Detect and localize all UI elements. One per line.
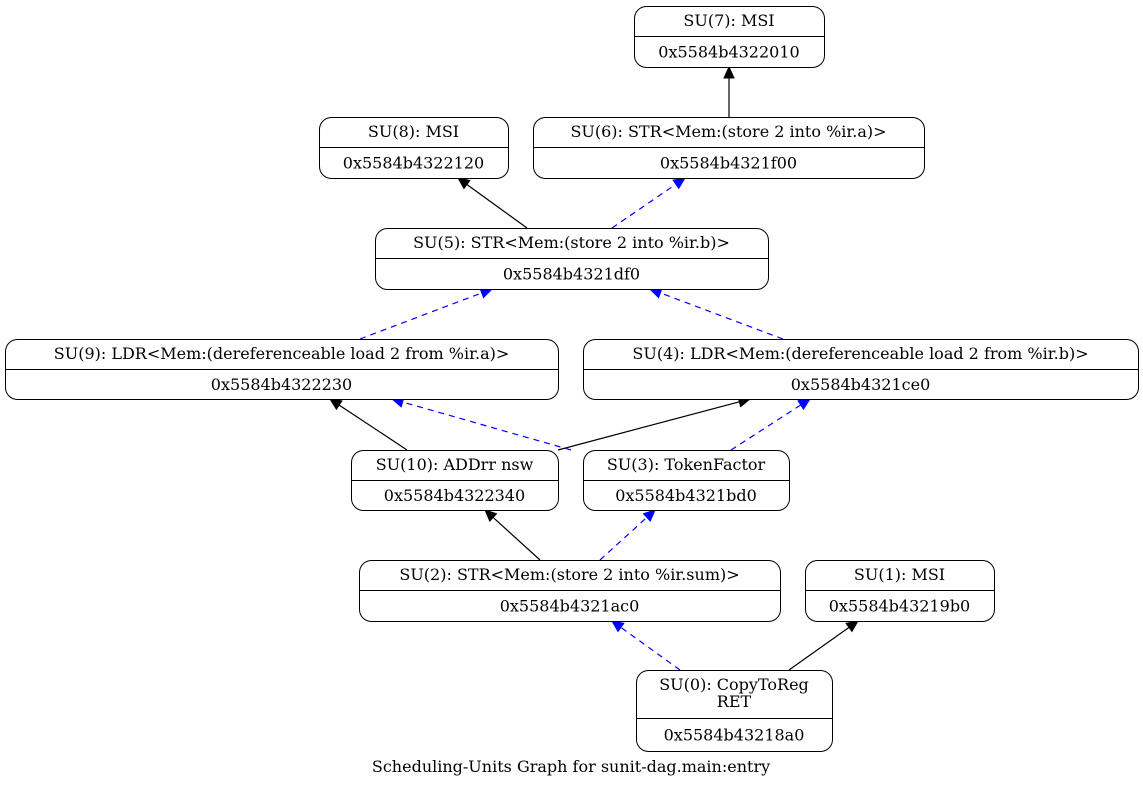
edge-su3-su4 [730,398,812,451]
chain-edge-line [620,626,681,671]
node-label: RET [717,692,752,711]
data-edge-line [788,626,850,671]
node-su4[interactable]: SU(4): LDR<Mem:(dereferenceable load 2 f… [583,339,1139,400]
arrowhead-icon [611,620,625,633]
node-address: 0x5584b4321bd0 [615,486,757,505]
node-address: 0x5584b4322010 [658,43,799,62]
chain-edge-line [599,516,648,561]
data-edge-line [466,183,528,229]
edge-su6-su7 [723,65,735,117]
node-su5[interactable]: SU(5): STR<Mem:(store 2 into %ir.b)> 0x55… [375,228,769,290]
node-su1[interactable]: SU(1): MSI 0x5584b43219b0 [805,560,995,622]
node-su3[interactable]: SU(3): TokenFactor 0x5584b4321bd0 [583,450,790,511]
chain-edge-line [402,401,572,451]
edge-su4-su5 [648,287,784,340]
node-label: SU(5): STR<Mem:(store 2 into %ir.b)> [413,233,730,252]
node-address: 0x5584b43219b0 [829,597,970,616]
node-address: 0x5584b4321df0 [503,265,640,284]
node-su7[interactable]: SU(7): MSI 0x5584b4322010 [634,6,825,68]
edge-su2-su10 [484,509,541,561]
chain-edge-line [730,404,802,451]
arrowhead-icon [723,65,735,79]
data-edge-line [557,401,740,451]
data-edge-line [338,404,408,451]
arrowhead-icon [642,509,656,523]
edge-su2-su3 [599,509,656,561]
edge-su5-su8 [457,177,528,229]
node-su10[interactable]: SU(10): ADDrr nsw 0x5584b4322340 [351,450,559,511]
node-label: SU(2): STR<Mem:(store 2 into %ir.sum)> [399,565,739,584]
node-su9[interactable]: SU(9): LDR<Mem:(dereferenceable load 2 f… [5,339,559,400]
node-label: SU(1): MSI [854,565,945,584]
node-address: 0x5584b4322230 [211,375,352,394]
node-label: SU(0): CopyToReg [659,675,809,694]
arrowhead-icon [457,177,471,190]
node-label: SU(3): TokenFactor [607,455,766,474]
chain-edge-line [611,183,677,229]
node-label: SU(4): LDR<Mem:(dereferenceable load 2 f… [632,344,1088,363]
arrowhead-icon [845,620,859,633]
node-su8[interactable]: SU(8): MSI 0x5584b4322120 [319,117,509,179]
edge-su3-su9 [390,396,572,451]
node-address: 0x5584b4322340 [384,486,525,505]
chain-edge-line [660,292,784,340]
node-address: 0x5584b4321ce0 [791,375,931,394]
edge-su0-su2 [611,620,681,671]
node-box [636,670,833,752]
arrowhead-icon [672,177,686,190]
node-address: 0x5584b43218a0 [664,726,805,745]
edge-su9-su5 [359,287,494,340]
arrowhead-icon [328,398,343,411]
node-label: SU(9): LDR<Mem:(dereferenceable load 2 f… [54,344,510,363]
node-label: SU(6): STR<Mem:(store 2 into %ir.a)> [570,122,886,141]
data-edge-line [492,516,541,561]
chain-edge-line [359,292,482,340]
node-label: SU(7): MSI [683,11,774,30]
edge-su10-su9 [328,398,408,451]
arrowhead-icon [484,509,498,523]
edge-su0-su1 [788,620,859,671]
edge-su5-su6 [611,177,686,229]
node-su2[interactable]: SU(2): STR<Mem:(store 2 into %ir.sum)> 0x… [359,560,781,622]
node-address: 0x5584b4322120 [343,154,484,173]
edge-su10-su4 [557,396,752,451]
node-label: SU(8): MSI [368,122,459,141]
graph-title: Scheduling-Units Graph for sunit-dag.mai… [372,757,770,776]
node-label: SU(10): ADDrr nsw [376,455,534,474]
arrowhead-icon [797,398,812,411]
node-address: 0x5584b4321f00 [660,154,797,173]
node-su6[interactable]: SU(6): STR<Mem:(store 2 into %ir.a)> 0x55… [533,117,925,179]
node-address: 0x5584b4321ac0 [500,597,640,616]
